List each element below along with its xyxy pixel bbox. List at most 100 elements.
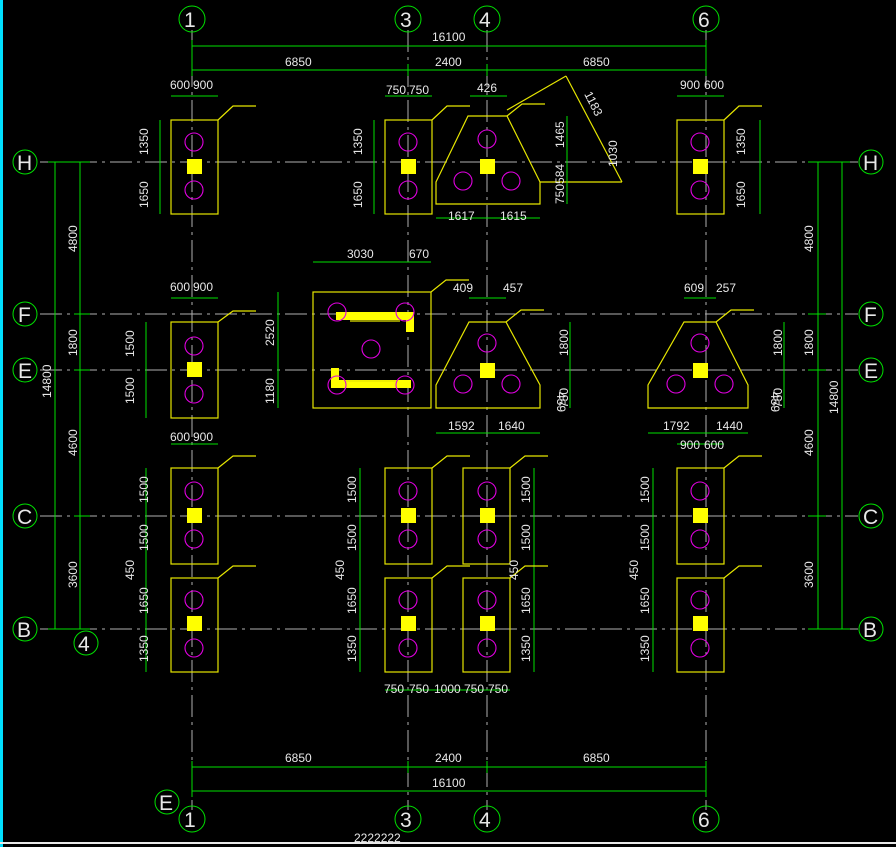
svg-text:1350: 1350 [345, 635, 359, 662]
svg-text:450: 450 [333, 560, 347, 580]
svg-text:1650: 1650 [734, 181, 748, 208]
svg-text:1465: 1465 [553, 121, 567, 148]
footing-B3[interactable] [384, 565, 470, 673]
top-dimension-lines [191, 40, 707, 76]
svg-text:670: 670 [409, 247, 429, 261]
svg-text:600: 600 [170, 280, 190, 294]
svg-text:3600: 3600 [802, 561, 816, 588]
svg-text:3: 3 [400, 809, 412, 832]
svg-text:600: 600 [704, 78, 724, 92]
svg-text:459: 459 [768, 392, 782, 412]
svg-text:1350: 1350 [351, 128, 365, 155]
svg-text:3: 3 [400, 9, 412, 32]
svg-text:4800: 4800 [802, 225, 816, 252]
svg-text:426: 426 [477, 81, 497, 95]
svg-text:450: 450 [123, 560, 137, 580]
footing-C3[interactable] [359, 455, 470, 672]
svg-text:4: 4 [479, 809, 491, 832]
svg-text:600: 600 [704, 438, 724, 452]
footing-H3[interactable] [373, 95, 470, 215]
svg-text:900: 900 [193, 78, 213, 92]
svg-text:900: 900 [193, 280, 213, 294]
axis-bubbles-left[interactable]: H F E C B 4 [12, 149, 99, 656]
svg-text:1500: 1500 [519, 476, 533, 503]
footing-E4-triangle[interactable] [435, 297, 571, 434]
svg-text:1500: 1500 [345, 524, 359, 551]
svg-text:3600: 3600 [66, 561, 80, 588]
footing-C1[interactable] [145, 443, 256, 672]
svg-text:750: 750 [384, 682, 404, 696]
svg-text:2520: 2520 [263, 319, 277, 346]
svg-text:B: B [17, 619, 31, 642]
svg-text:1500: 1500 [123, 377, 137, 404]
svg-text:E: E [18, 360, 32, 383]
svg-text:1350: 1350 [638, 635, 652, 662]
svg-text:457: 457 [503, 281, 523, 295]
footing-H6[interactable] [676, 95, 762, 215]
svg-text:750: 750 [409, 682, 429, 696]
svg-text:H: H [863, 152, 878, 175]
svg-text:E: E [159, 792, 173, 815]
svg-text:1800: 1800 [557, 329, 571, 356]
svg-text:F: F [18, 304, 31, 327]
svg-text:6850: 6850 [583, 55, 610, 69]
dimension-labels: 16100 6850 2400 6850 6850 2400 6850 1610… [170, 30, 743, 845]
svg-text:1800: 1800 [802, 329, 816, 356]
svg-text:900: 900 [193, 430, 213, 444]
svg-text:600: 600 [170, 78, 190, 92]
svg-text:750: 750 [386, 83, 406, 97]
svg-text:750: 750 [409, 83, 429, 97]
svg-text:6: 6 [698, 9, 710, 32]
svg-text:C: C [17, 506, 32, 529]
axis-bubbles-bottom[interactable]: 1 3 4 6 E [154, 789, 720, 833]
svg-text:1: 1 [184, 9, 196, 32]
svg-text:257: 257 [716, 281, 736, 295]
svg-text:2400: 2400 [435, 751, 462, 765]
axis-bubbles-right[interactable]: H F E C B [858, 149, 884, 642]
svg-text:4600: 4600 [802, 429, 816, 456]
svg-text:1615: 1615 [500, 209, 527, 223]
svg-text:1800: 1800 [66, 329, 80, 356]
footing-E1[interactable] [145, 297, 256, 419]
svg-text:H: H [17, 152, 32, 175]
footing-E6-triangle[interactable] [647, 297, 785, 434]
footing-B4[interactable] [385, 565, 548, 691]
viewport-left-edge [0, 0, 3, 847]
svg-text:2400: 2400 [435, 55, 462, 69]
footing-H4-triangle[interactable] [435, 75, 623, 219]
footing-B6[interactable] [676, 565, 762, 673]
svg-text:450: 450 [627, 560, 641, 580]
footing-B1[interactable] [170, 565, 256, 673]
footing-H1[interactable] [159, 95, 256, 215]
svg-text:900: 900 [680, 78, 700, 92]
svg-text:C: C [863, 506, 878, 529]
svg-text:6850: 6850 [285, 55, 312, 69]
svg-text:1792: 1792 [663, 419, 690, 433]
svg-text:16100: 16100 [432, 776, 466, 790]
axis-lines [40, 30, 858, 810]
svg-text:459: 459 [554, 392, 568, 412]
svg-text:1650: 1650 [137, 587, 151, 614]
svg-text:4800: 4800 [66, 225, 80, 252]
svg-text:750: 750 [488, 682, 508, 696]
footing-C6[interactable] [652, 443, 762, 672]
axis-bubbles-top[interactable]: 1 3 4 6 [178, 5, 720, 33]
svg-text:16100: 16100 [432, 30, 466, 44]
svg-text:750: 750 [464, 682, 484, 696]
svg-text:1650: 1650 [137, 181, 151, 208]
svg-text:750: 750 [771, 388, 785, 408]
svg-text:609: 609 [684, 281, 704, 295]
svg-text:1650: 1650 [519, 587, 533, 614]
svg-text:14800: 14800 [40, 364, 54, 398]
svg-text:1500: 1500 [638, 524, 652, 551]
svg-text:600: 600 [170, 430, 190, 444]
svg-text:1350: 1350 [137, 635, 151, 662]
footing-core-square[interactable] [277, 261, 469, 409]
svg-text:1617: 1617 [448, 209, 475, 223]
svg-text:1030: 1030 [606, 140, 620, 167]
svg-text:1650: 1650 [345, 587, 359, 614]
svg-text:1: 1 [184, 809, 196, 832]
svg-text:750584: 750584 [553, 164, 567, 204]
footing-C4[interactable] [462, 455, 548, 672]
